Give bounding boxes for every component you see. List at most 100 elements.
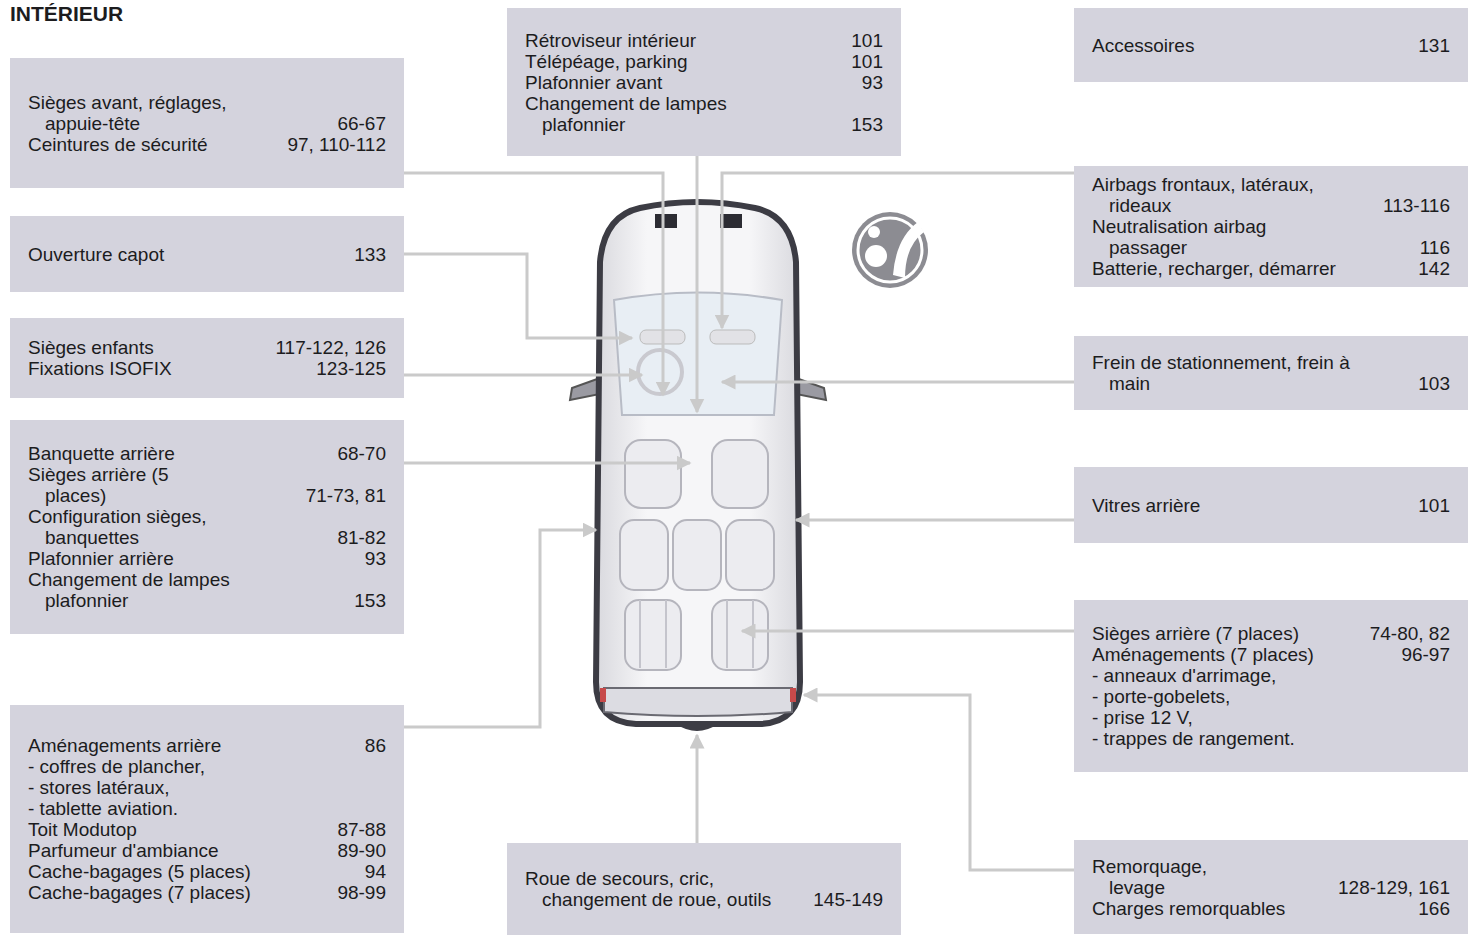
index-entry: Vitres arrière 101: [1092, 495, 1450, 516]
index-entry: - stores latéraux,: [28, 777, 386, 798]
entry-label: Sièges avant, réglages, appuie-tête: [28, 92, 295, 134]
page-number: 93: [365, 548, 386, 569]
seat-rails: [640, 600, 753, 668]
entry-label: Changement de lampes plafonnier: [525, 93, 807, 135]
page-number: 68-70: [337, 443, 386, 464]
index-entry: Rétroviseur intérieur101: [525, 30, 883, 51]
entry-label: Charges remorquables: [1092, 898, 1285, 919]
entry-label: - trappes de rangement.: [1092, 728, 1295, 749]
tailgate: [604, 688, 792, 716]
index-box: Airbags frontaux, latéraux, rideaux 113-1…: [1074, 166, 1468, 287]
page-number: 71-73, 81: [306, 485, 386, 506]
page-number: 98-99: [337, 882, 386, 903]
entry-label: - prise 12 V,: [1092, 707, 1193, 728]
entry-label: Neutralisation airbag passager: [1092, 216, 1299, 258]
entry-label: Banquette arrière: [28, 443, 175, 464]
entry-label: Toit Modutop: [28, 819, 137, 840]
page-number: 101: [851, 30, 883, 51]
index-box: Sièges avant, réglages, appuie-tête 66-67…: [10, 58, 404, 188]
index-box: Banquette arrière 68-70Sièges arrière (5 …: [10, 420, 404, 634]
index-entry: Sièges avant, réglages, appuie-tête 66-67: [28, 92, 386, 134]
index-entry: - coffres de plancher,: [28, 756, 386, 777]
entry-label: Remorquage, levage: [1092, 856, 1259, 898]
entry-label: Airbags frontaux, latéraux, rideaux: [1092, 174, 1375, 216]
rear-light: [600, 688, 606, 702]
page-number: 116: [1420, 237, 1450, 258]
page-number: 142: [1418, 258, 1450, 279]
page-number: 87-88: [337, 819, 386, 840]
entry-label: Sièges arrière (5 places): [28, 464, 200, 506]
entry-label: Vitres arrière: [1092, 495, 1200, 516]
leader-lines: [404, 156, 1074, 870]
dashboard: [710, 330, 755, 344]
tow-hook: [676, 724, 718, 731]
index-entry: Remorquage, levage128-129, 161: [1092, 856, 1450, 898]
page-number: 86: [365, 735, 386, 756]
index-box: Sièges arrière (7 places) 74-80, 82 Aménag…: [1074, 600, 1468, 772]
index-entry: Ceintures de sécurité97, 110-112: [28, 134, 386, 155]
entry-label: Changement de lampes plafonnier: [28, 569, 310, 611]
index-box: Accessoires131: [1074, 8, 1468, 82]
entry-label: Batterie, recharger, démarrer: [1092, 258, 1336, 279]
page-number: 81-82: [337, 527, 386, 548]
entry-label: Ouverture capot: [28, 244, 164, 265]
page-number: 89-90: [337, 840, 386, 861]
entry-label: - stores latéraux,: [28, 777, 170, 798]
index-entry: Changement de lampes plafonnier 153: [28, 569, 386, 611]
index-entry: Ouverture capot133: [28, 244, 386, 265]
index-entry: Airbags frontaux, latéraux, rideaux 113-1…: [1092, 174, 1450, 216]
index-entry: Parfumeur d'ambiance 89-90: [28, 840, 386, 861]
airbag-icon: [852, 212, 928, 288]
entry-label: Ceintures de sécurité: [28, 134, 208, 155]
page-number: 117-122, 126: [275, 337, 386, 358]
index-box: Rétroviseur intérieur101Télépéage, parki…: [507, 8, 901, 156]
index-entry: Aménagements arrière86: [28, 735, 386, 756]
index-entry: Frein de stationnement, frein à main 103: [1092, 352, 1450, 394]
entry-label: Plafonnier arrière: [28, 548, 174, 569]
entry-label: Frein de stationnement, frein à main: [1092, 352, 1359, 394]
index-box: Aménagements arrière86- coffres de planc…: [10, 705, 404, 933]
page-number: 153: [851, 114, 883, 135]
index-entry: Cache-bagages (7 places)98-99: [28, 882, 386, 903]
page-number: 103: [1418, 373, 1450, 394]
index-entry: - trappes de rangement.: [1092, 728, 1450, 749]
page-number: 131: [1418, 35, 1450, 56]
entry-label: Télépéage, parking: [525, 51, 688, 72]
index-box: Ouverture capot133: [10, 216, 404, 292]
entry-label: Aménagements (7 places): [1092, 644, 1314, 665]
entry-label: Parfumeur d'ambiance: [28, 840, 219, 861]
page-number: 153: [354, 590, 386, 611]
page-number: 113-116: [1383, 195, 1450, 216]
index-entry: Charges remorquables166: [1092, 898, 1450, 919]
index-entry: - anneaux d'arrimage,: [1092, 665, 1450, 686]
rear-light: [790, 688, 796, 702]
index-entry: Banquette arrière 68-70: [28, 443, 386, 464]
entry-label: - porte-gobelets,: [1092, 686, 1230, 707]
steering-wheel: [638, 350, 682, 394]
entry-label: - tablette aviation.: [28, 798, 178, 819]
entry-label: Sièges enfants: [28, 337, 154, 358]
seats: [620, 440, 774, 670]
page-number: 93: [862, 72, 883, 93]
mirror: [570, 378, 600, 400]
index-entry: Sièges enfants 117-122, 126: [28, 337, 386, 358]
page-number: 101: [851, 51, 883, 72]
page-number: 145-149: [813, 889, 883, 910]
index-box: Remorquage, levage128-129, 161Charges re…: [1074, 840, 1468, 934]
page-number: 74-80, 82: [1370, 623, 1450, 644]
index-box: Roue de secours, cric, changement de rou…: [507, 843, 901, 935]
entry-label: Cache-bagages (5 places): [28, 861, 251, 882]
index-entry: Fixations ISOFIX123-125: [28, 358, 386, 379]
index-entry: - tablette aviation.: [28, 798, 386, 819]
page-number: 101: [1418, 495, 1450, 516]
entry-label: Sièges arrière (7 places): [1092, 623, 1299, 644]
index-entry: - porte-gobelets,: [1092, 686, 1450, 707]
index-entry: Changement de lampes plafonnier 153: [525, 93, 883, 135]
page-number: 66-67: [337, 113, 386, 134]
vent: [655, 214, 677, 228]
index-entry: - prise 12 V,: [1092, 707, 1450, 728]
index-entry: Configuration sièges, banquettes81-82: [28, 506, 386, 548]
index-entry: Plafonnier avant93: [525, 72, 883, 93]
page-title: INTÉRIEUR: [10, 2, 123, 26]
